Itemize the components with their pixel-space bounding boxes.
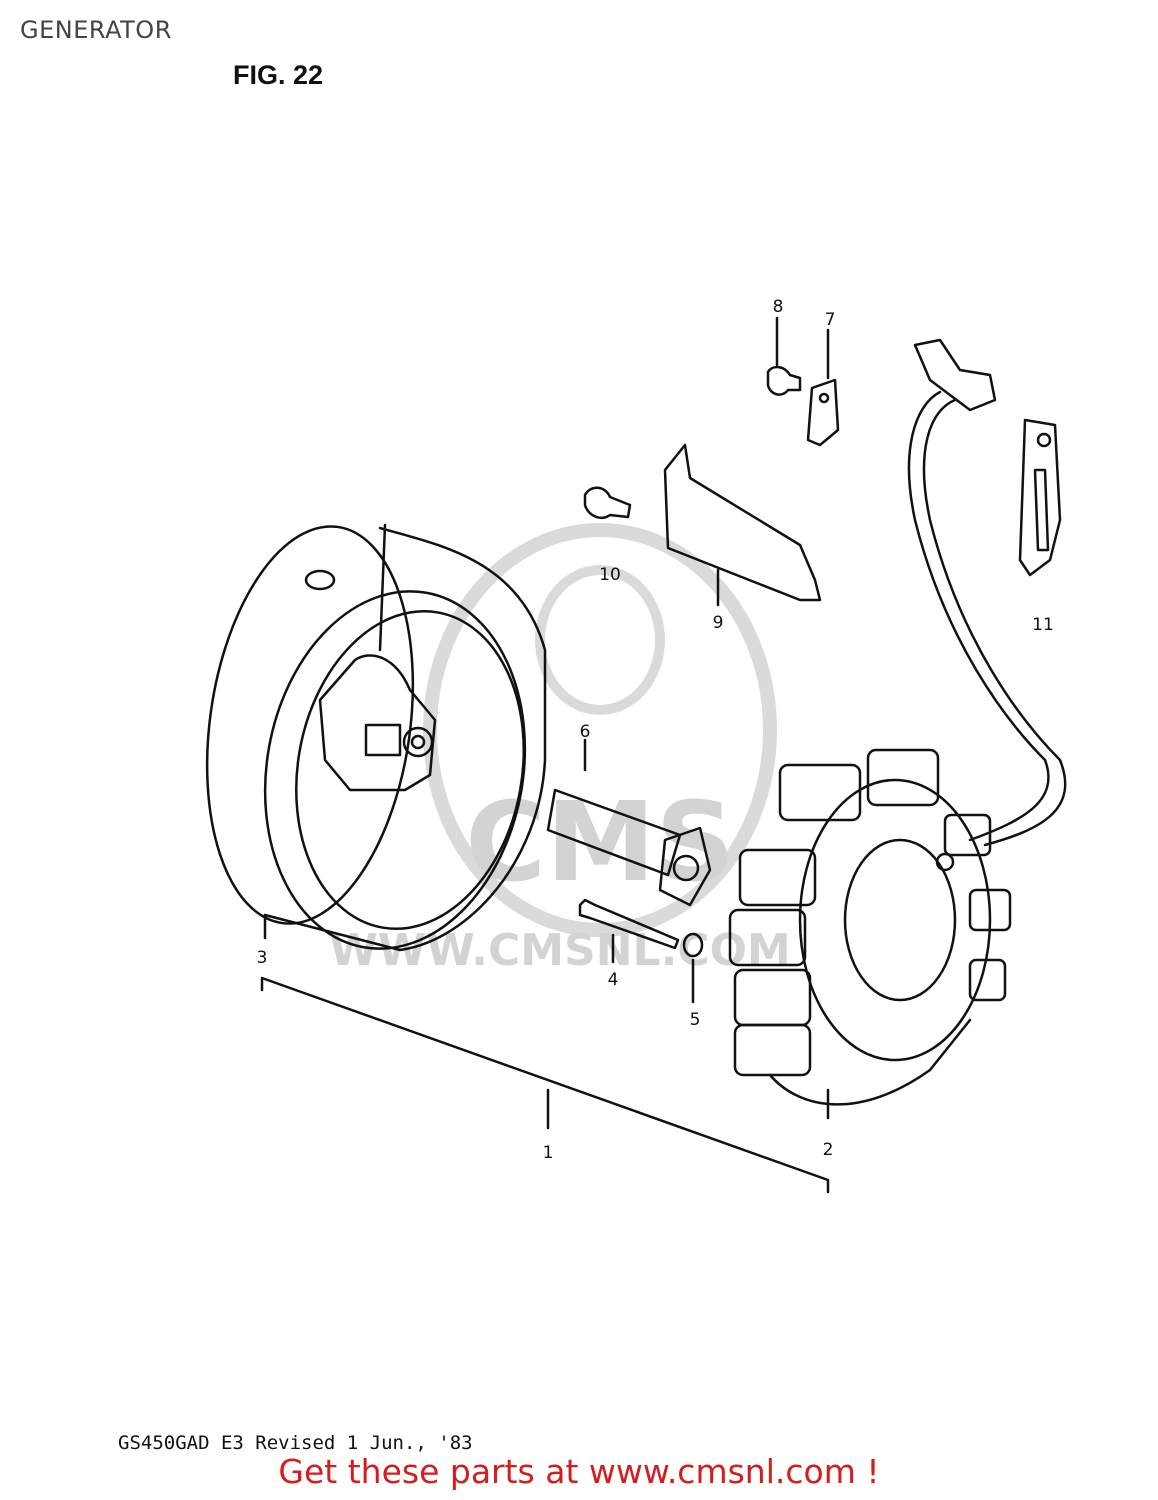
washer-part xyxy=(682,932,704,1004)
clamp-screw-part xyxy=(766,316,802,396)
promo-link[interactable]: Get these parts at www.cmsnl.com ! xyxy=(278,1452,880,1491)
rotor-bolt-part xyxy=(546,738,712,907)
callout-11: 11 xyxy=(1032,615,1054,635)
callout-3: 3 xyxy=(257,948,268,968)
plate-screw-part xyxy=(583,486,632,520)
callout-10: 10 xyxy=(599,565,621,585)
watermark-url: WWW.CMSNL.COM xyxy=(329,925,791,976)
stator-part xyxy=(728,748,1012,1120)
revision-note: GS450GAD E3 Revised 1 Jun., '83 xyxy=(118,1432,473,1454)
callout-7: 7 xyxy=(825,310,836,330)
cover-plate-part xyxy=(663,443,822,607)
strap-part xyxy=(1018,418,1062,577)
callout-1: 1 xyxy=(543,1143,554,1163)
clamp-part xyxy=(806,328,840,447)
screw-part xyxy=(578,898,680,964)
assembly-bracket xyxy=(260,976,830,1194)
watermark: CMS WWW.CMSNL.COM xyxy=(329,523,791,976)
callout-9: 9 xyxy=(713,613,724,633)
page-title: GENERATOR xyxy=(20,16,172,44)
callout-2: 2 xyxy=(823,1140,834,1160)
callout-5: 5 xyxy=(690,1010,701,1030)
callout-6: 6 xyxy=(580,722,591,742)
callout-4: 4 xyxy=(608,970,619,990)
watermark-logo-text: CMS xyxy=(465,778,734,906)
callout-8: 8 xyxy=(773,297,784,317)
figure-label: FIG. 22 xyxy=(233,60,324,90)
rotor-part xyxy=(205,523,547,952)
lead-wire-part xyxy=(907,338,1067,847)
